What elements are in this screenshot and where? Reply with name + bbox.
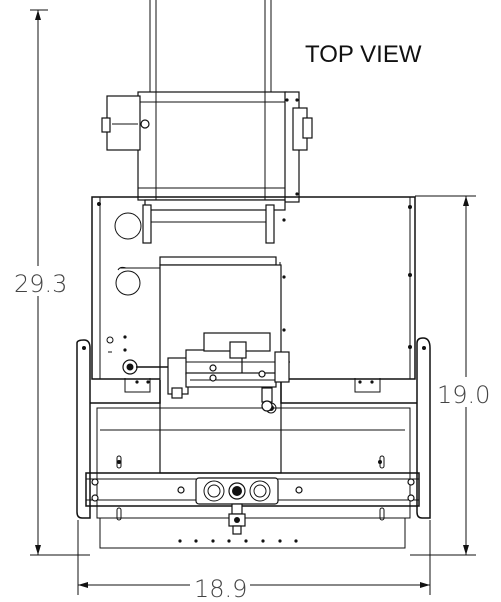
dim-overall-length-label: 29.3 bbox=[14, 270, 67, 298]
supply-roll-assembly bbox=[101, 0, 313, 203]
front-crossbar bbox=[85, 472, 420, 543]
view-title: TOP VIEW bbox=[305, 41, 422, 68]
dimension-overall-length: 29.3 bbox=[10, 9, 90, 556]
dimension-width: 18.9 bbox=[77, 520, 431, 602]
dim-base-length-label: 19.0 bbox=[437, 381, 490, 409]
base-tray bbox=[76, 337, 431, 549]
dimension-base-length: 19.0 bbox=[410, 195, 495, 556]
tamp-cylinder-assembly bbox=[106, 332, 290, 412]
main-frame bbox=[91, 196, 416, 380]
dim-width-label: 18.9 bbox=[194, 575, 247, 602]
